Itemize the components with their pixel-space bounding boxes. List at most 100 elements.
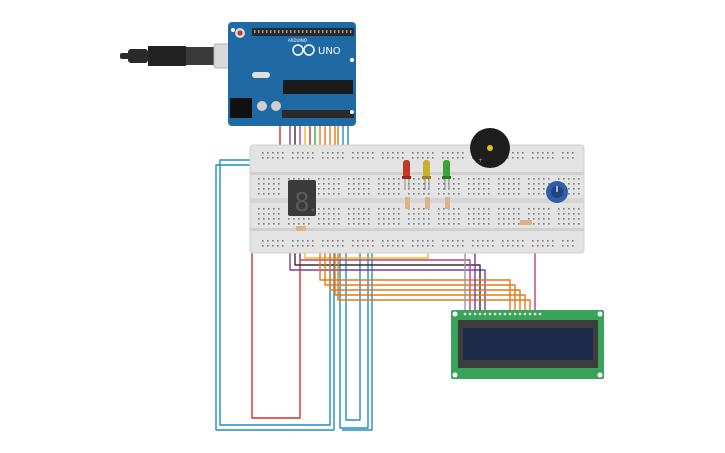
breadboard-hole — [267, 240, 269, 242]
breadboard-hole — [352, 240, 354, 242]
breadboard-hole — [258, 223, 260, 225]
breadboard-hole — [387, 245, 389, 247]
breadboard-hole — [273, 193, 275, 195]
breadboard-hole — [423, 183, 425, 185]
breadboard-hole — [292, 152, 294, 154]
breadboard-hole — [307, 157, 309, 159]
led-red[interactable] — [402, 160, 411, 190]
breadboard-hole — [542, 245, 544, 247]
piezo-buzzer[interactable]: + — [470, 128, 510, 168]
breadboard-hole — [267, 152, 269, 154]
breadboard-hole — [513, 178, 515, 180]
led-green[interactable] — [442, 160, 451, 190]
lcd-pin — [473, 312, 477, 316]
lcd-pin — [498, 312, 502, 316]
breadboard-hole — [368, 178, 370, 180]
breadboard-hole — [492, 240, 494, 242]
lcd-16x2[interactable] — [451, 310, 604, 379]
usb-cable[interactable] — [120, 43, 245, 69]
breadboard-hole — [302, 240, 304, 242]
breadboard-hole — [483, 218, 485, 220]
breadboard-hole — [418, 183, 420, 185]
breadboard-hole — [473, 188, 475, 190]
breadboard-hole — [543, 183, 545, 185]
breadboard-hole — [263, 213, 265, 215]
breadboard-hole — [503, 183, 505, 185]
breadboard-hole — [348, 193, 350, 195]
breadboard-hole — [492, 245, 494, 247]
breadboard-hole — [533, 193, 535, 195]
breadboard-hole — [382, 157, 384, 159]
breadboard-hole — [363, 213, 365, 215]
breadboard-hole — [342, 157, 344, 159]
breadboard-hole — [537, 240, 539, 242]
breadboard-hole — [363, 188, 365, 190]
arduino-uno[interactable]: UNO ARDUINO — [228, 22, 356, 126]
breadboard-hole — [342, 245, 344, 247]
breadboard-hole — [468, 208, 470, 210]
breadboard-hole — [258, 213, 260, 215]
header-pin — [306, 30, 308, 33]
breadboard-hole — [537, 157, 539, 159]
breadboard-hole — [388, 183, 390, 185]
breadboard-hole — [532, 240, 534, 242]
breadboard-hole — [363, 183, 365, 185]
breadboard-hole — [558, 208, 560, 210]
breadboard-hole — [323, 223, 325, 225]
breadboard-hole — [538, 213, 540, 215]
breadboard-hole — [513, 223, 515, 225]
breadboard-hole — [418, 218, 420, 220]
seven-segment-display[interactable]: 8 — [288, 180, 316, 218]
breadboard-hole — [543, 218, 545, 220]
breadboard-hole — [333, 183, 335, 185]
breadboard-hole — [573, 208, 575, 210]
breadboard-hole — [457, 152, 459, 154]
breadboard-hole — [278, 208, 280, 210]
breadboard-hole — [328, 178, 330, 180]
breadboard-hole — [353, 213, 355, 215]
breadboard-hole — [372, 245, 374, 247]
breadboard-hole — [273, 188, 275, 190]
breadboard-hole — [478, 178, 480, 180]
breadboard-hole — [357, 245, 359, 247]
breadboard-hole — [573, 183, 575, 185]
breadboard-hole — [478, 223, 480, 225]
breadboard-hole — [413, 188, 415, 190]
led-yellow[interactable] — [422, 160, 431, 190]
breadboard-hole — [273, 223, 275, 225]
wire-red-loop[interactable] — [251, 240, 301, 419]
breadboard-hole — [473, 218, 475, 220]
breadboard-hole — [382, 152, 384, 154]
power-jack — [230, 98, 252, 118]
breadboard-hole — [277, 157, 279, 159]
breadboard-hole — [518, 188, 520, 190]
breadboard-hole — [402, 245, 404, 247]
breadboard-hole — [358, 208, 360, 210]
breadboard-hole — [507, 240, 509, 242]
breadboard-hole — [268, 193, 270, 195]
lcd-pin-header — [463, 312, 542, 316]
breadboard-hole — [572, 157, 574, 159]
lcd-pin — [463, 312, 467, 316]
breadboard-hole — [263, 223, 265, 225]
breadboard-hole — [488, 188, 490, 190]
breadboard-hole — [293, 223, 295, 225]
breadboard-hole — [478, 188, 480, 190]
breadboard-hole — [532, 157, 534, 159]
breadboard-hole — [458, 193, 460, 195]
potentiometer[interactable] — [546, 181, 568, 203]
breadboard-hole — [323, 188, 325, 190]
breadboard-hole — [413, 213, 415, 215]
breadboard-hole — [397, 245, 399, 247]
breadboard-hole — [482, 240, 484, 242]
breadboard-hole — [448, 213, 450, 215]
breadboard-hole — [558, 218, 560, 220]
breadboard-hole — [478, 213, 480, 215]
breadboard-hole — [428, 193, 430, 195]
breadboard-hole — [273, 218, 275, 220]
breadboard-hole — [338, 223, 340, 225]
breadboard-hole — [487, 240, 489, 242]
header-pin — [330, 30, 332, 33]
breadboard-hole — [348, 178, 350, 180]
breadboard-hole — [423, 193, 425, 195]
